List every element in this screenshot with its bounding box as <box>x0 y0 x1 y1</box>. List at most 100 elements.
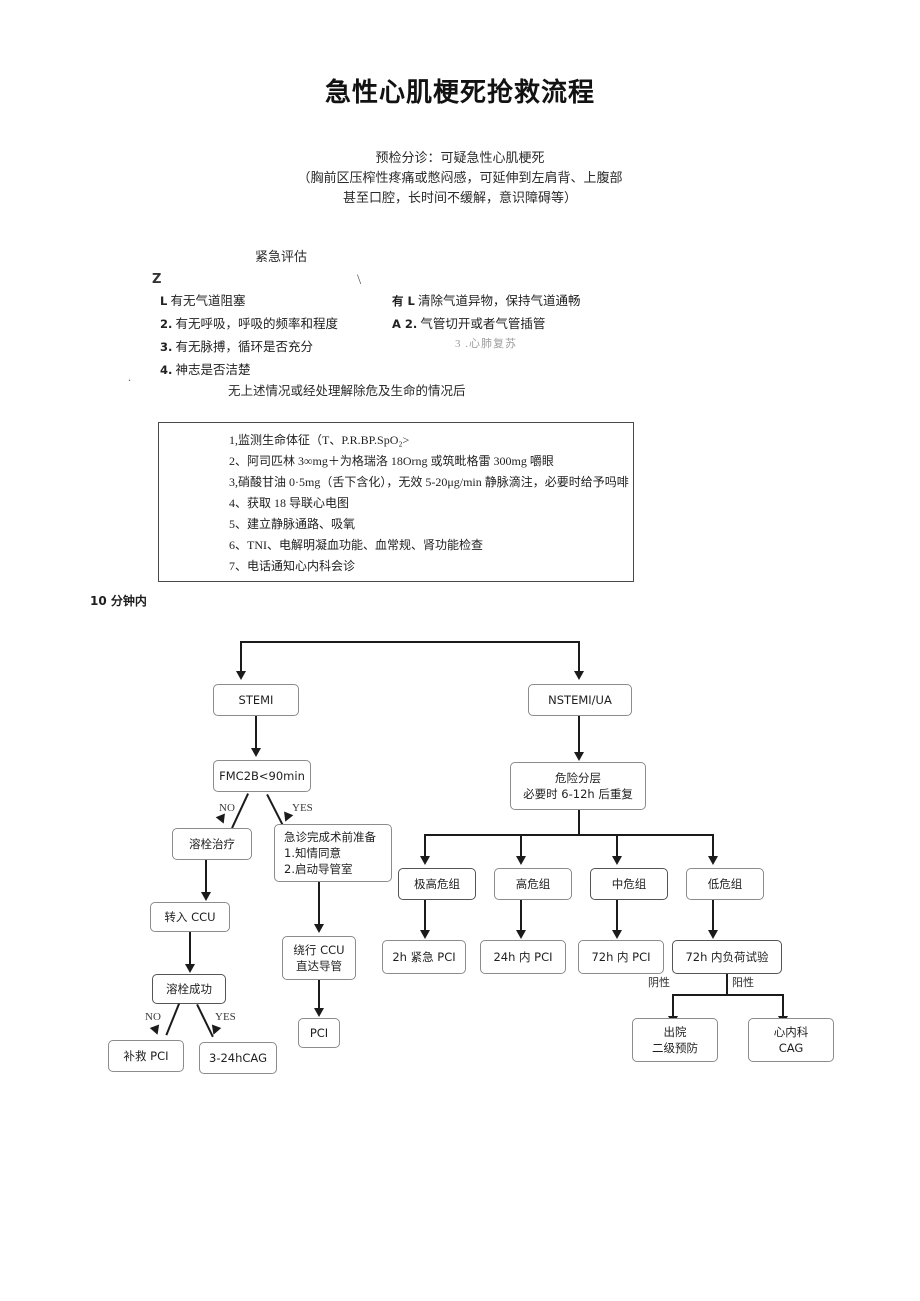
connector-risk-stem <box>578 810 580 834</box>
node-pci-24h[interactable]: 24h 内 PCI <box>480 940 566 974</box>
page-title: 急性心肌梗死抢救流程 <box>324 78 595 108</box>
assessment-left-item: L 有无气道阻塞 <box>160 290 338 313</box>
node-thrombolysis[interactable]: 溶栓治疗 <box>172 828 252 860</box>
measures-item: 2、阿司匹林 3∞mg＋为格瑞洛 18Orng 或筑毗格雷 300mg 嚼眼 <box>229 454 554 468</box>
connector-nstemi-to-risk <box>578 716 580 754</box>
edge-label-fmc2b-yes: YES <box>292 802 313 814</box>
node-thrombolysis-success-label: 溶栓成功 <box>166 982 212 996</box>
assessment-left-item-text: 有无脉搏，循环是否充分 <box>175 340 314 354</box>
node-low-risk[interactable]: 低危组 <box>686 868 764 900</box>
node-discharge-line2: 二级预防 <box>652 1041 698 1055</box>
node-high-risk-label: 高危组 <box>515 877 551 891</box>
assessment-left-item-num: 3. <box>160 340 173 354</box>
node-thrombolysis-success[interactable]: 溶栓成功 <box>152 974 226 1004</box>
node-stemi-label: STEMI <box>238 693 274 707</box>
edge-label-success-no: NO <box>145 1011 161 1023</box>
node-nstemi-ua-label: NSTEMI/UA <box>548 693 612 707</box>
node-pci-72h-label: 72h 内 PCI <box>591 950 651 964</box>
connector-top-left-drop <box>240 641 242 673</box>
node-very-high-risk[interactable]: 极高危组 <box>398 868 476 900</box>
connector-stress-positive <box>782 994 784 1018</box>
assessment-faint-item: 3 .心肺复苏 <box>455 338 517 350</box>
triage-block: 预检分诊：可疑急性心肌梗死 （胸前区压榨性疼痛或憋闷感，可延伸到左肩背、上腹部 … <box>0 148 920 208</box>
node-bypass-ccu-line2: 直达导管 <box>296 959 342 973</box>
arrowhead-to-pci <box>314 1008 324 1017</box>
assessment-left-item: 4. 神志是否洁楚 <box>160 359 338 382</box>
node-cardiology-cag-line2: CAG <box>778 1041 804 1055</box>
node-preop-prep-line2: 1.知情同意 <box>284 846 341 860</box>
assessment-after-line: 无上述情况或经处理解除危及生命的情况后 <box>228 384 466 398</box>
node-preop-prep[interactable]: 急诊完成术前准备 1.知情同意 2.启动导管室 <box>274 824 392 882</box>
node-nstemi-ua[interactable]: NSTEMI/UA <box>528 684 632 716</box>
connector-low-to-stress <box>712 900 714 932</box>
arrowhead-to-low-risk <box>708 856 718 865</box>
node-low-risk-label: 低危组 <box>707 877 743 891</box>
assessment-right-item-text: 气管切开或者气管插管 <box>420 317 546 331</box>
node-pci-72h[interactable]: 72h 内 PCI <box>578 940 664 974</box>
node-risk-stratification-line2: 必要时 6-12h 后重复 <box>523 787 633 801</box>
node-stress-test-72h-label: 72h 内负荷试验 <box>685 950 769 964</box>
node-cag-3-24h[interactable]: 3-24hCAG <box>199 1042 277 1074</box>
connector-high-to-24h <box>520 900 522 932</box>
node-risk-stratification-line1: 危险分层 <box>555 771 601 785</box>
connector-stemi-to-fmc2b <box>255 716 257 750</box>
edge-label-fmc2b-no: NO <box>219 802 235 814</box>
measures-item: 1,监测生命体征（T、P.R.BP.SpO₂> <box>229 433 410 447</box>
assessment-left-item-text: 神志是否洁楚 <box>175 363 251 377</box>
arrowhead-to-moderate-risk <box>612 856 622 865</box>
timing-label-10min: 10 分钟内 <box>90 594 147 608</box>
assessment-left-column: L 有无气道阻塞 2. 有无呼吸，呼吸的频率和程度 3. 有无脉搏，循环是否充分… <box>160 290 338 382</box>
connector-success-no <box>165 1003 180 1036</box>
node-pci[interactable]: PCI <box>298 1018 340 1048</box>
arrowhead-success-no <box>149 1024 163 1037</box>
arrowhead-fmc2b-no <box>215 813 229 826</box>
assessment-left-item-num: 2. <box>160 317 173 331</box>
node-bypass-ccu-line1: 绕行 CCU <box>293 943 345 957</box>
assessment-left-item-text: 有无呼吸，呼吸的频率和程度 <box>175 317 339 331</box>
node-moderate-risk-label: 中危组 <box>611 877 647 891</box>
node-pci-2h-label: 2h 紧急 PCI <box>392 950 456 964</box>
arrowhead-to-stemi <box>236 671 246 680</box>
connector-risk-drop-3 <box>616 834 618 858</box>
assessment-right-item-num: A 2. <box>392 317 418 331</box>
node-high-risk[interactable]: 高危组 <box>494 868 572 900</box>
node-moderate-risk[interactable]: 中危组 <box>590 868 668 900</box>
connector-moderate-to-72h <box>616 900 618 932</box>
node-transfer-ccu[interactable]: 转入 CCU <box>150 902 230 932</box>
measures-item: 4、获取 18 导联心电图 <box>229 496 350 510</box>
assessment-left-item-text: 有无气道阻塞 <box>170 294 246 308</box>
node-discharge[interactable]: 出院 二级预防 <box>632 1018 718 1062</box>
connector-top-right-drop <box>578 641 580 673</box>
connector-ccu-to-success <box>189 932 191 966</box>
node-stress-test-72h[interactable]: 72h 内负荷试验 <box>672 940 782 974</box>
assessment-right-item-text: 清除气道异物，保持气道通畅 <box>417 294 581 308</box>
brace-right-mark: \ <box>357 272 362 288</box>
node-preop-prep-line1: 急诊完成术前准备 <box>284 830 376 844</box>
node-pci-label: PCI <box>309 1026 329 1040</box>
arrowhead-to-stress-test <box>708 930 718 939</box>
node-thrombolysis-label: 溶栓治疗 <box>189 837 235 851</box>
node-rescue-pci-label: 补救 PCI <box>123 1049 169 1063</box>
node-fmc2b[interactable]: FMC2B<90min <box>213 760 311 792</box>
node-stemi[interactable]: STEMI <box>213 684 299 716</box>
node-bypass-ccu[interactable]: 绕行 CCU 直达导管 <box>282 936 356 980</box>
assessment-left-item: 2. 有无呼吸，呼吸的频率和程度 <box>160 313 338 336</box>
node-discharge-line1: 出院 <box>663 1025 687 1039</box>
node-transfer-ccu-label: 转入 CCU <box>164 910 216 924</box>
arrowhead-to-thrombolysis-success <box>185 964 195 973</box>
node-rescue-pci[interactable]: 补救 PCI <box>108 1040 184 1072</box>
node-cardiology-cag-line1: 心内科 <box>773 1025 809 1039</box>
node-pci-2h[interactable]: 2h 紧急 PCI <box>382 940 466 974</box>
assessment-right-item-num: 有 L <box>392 294 415 308</box>
arrowhead-to-risk-strat <box>574 752 584 761</box>
connector-risk-fanout-bar <box>424 834 712 836</box>
connector-stress-negative <box>672 994 674 1018</box>
measures-item: 3,硝酸甘油 0·5mg（舌下含化），无效 5-20μg/min 静脉滴注，必要… <box>229 475 629 489</box>
node-cag-3-24h-label: 3-24hCAG <box>209 1051 267 1065</box>
connector-thrombolysis-to-ccu <box>205 860 207 894</box>
node-cardiology-cag[interactable]: 心内科 CAG <box>748 1018 834 1062</box>
node-risk-stratification[interactable]: 危险分层 必要时 6-12h 后重复 <box>510 762 646 810</box>
stray-dot-mark: . <box>128 370 131 384</box>
measures-list: 1,监测生命体征（T、P.R.BP.SpO₂> 2、阿司匹林 3∞mg＋为格瑞洛… <box>159 423 633 577</box>
arrowhead-to-bypass-ccu <box>314 924 324 933</box>
